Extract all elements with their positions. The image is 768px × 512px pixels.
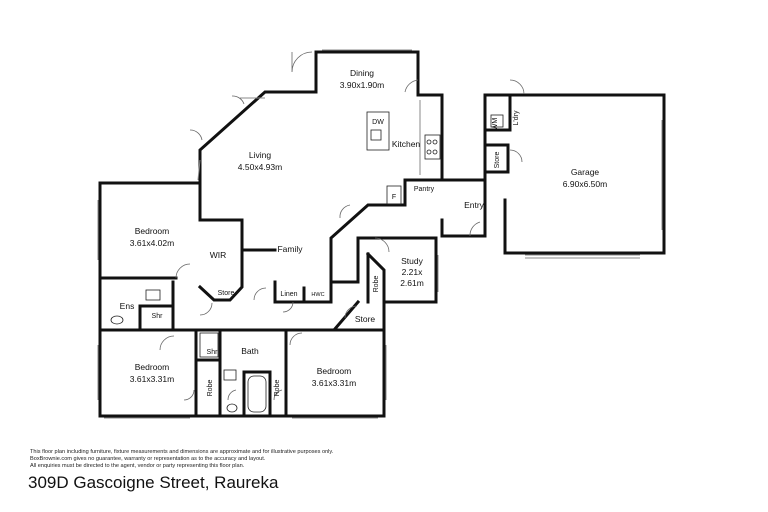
wir-label: WIR <box>210 250 227 260</box>
disclaimer-line: BoxBrownie.com gives no guarantee, warra… <box>30 456 266 462</box>
garage-dims: 6.90x6.50m <box>563 179 607 189</box>
kitchen-island <box>366 111 390 151</box>
pantry-label: Pantry <box>414 186 435 193</box>
bedroom1-dims: 3.61x4.02m <box>130 238 174 248</box>
living-label: Living <box>249 150 271 160</box>
dining-label: Dining <box>350 68 374 78</box>
property-address: 309D Gascoigne Street, Raureka <box>28 473 279 492</box>
kitchen-label: Kitchen <box>392 139 421 149</box>
bedroom2-label: Bedroom <box>135 362 170 372</box>
garage-label: Garage <box>571 167 600 177</box>
robe-right-label: Robe <box>274 380 281 397</box>
bedroom2-dims: 3.61x3.31m <box>130 374 174 384</box>
study-label: Study <box>401 256 423 266</box>
robe-left-label: Robe <box>207 380 214 397</box>
wir-store-label: Store <box>218 290 235 297</box>
living-dims: 4.50x4.93m <box>238 162 282 172</box>
bedroom3-dims: 3.61x3.31m <box>312 378 356 388</box>
hall-store-label: Store <box>355 314 376 324</box>
study-dims-2: 2.61m <box>400 278 424 288</box>
dishwasher-label: DW <box>372 119 384 126</box>
bedroom3-label: Bedroom <box>317 366 352 376</box>
hwc-label: HWC <box>311 292 324 298</box>
laundry-label: L'dry <box>513 110 520 125</box>
cooktop-icon <box>424 134 441 160</box>
disclaimer: This floor plan including furniture, fix… <box>30 449 430 470</box>
fridge-label: F <box>392 194 396 201</box>
walls <box>98 50 666 418</box>
bathtub-icon <box>247 375 267 413</box>
ensuite-shower-label: Shr <box>152 313 164 320</box>
bath-vanity-icon <box>223 369 237 381</box>
study-dims-1: 2.21x <box>402 267 424 277</box>
fridge-icon <box>386 185 402 205</box>
garage-store-label: Store <box>494 152 501 169</box>
wm-label: WM <box>492 118 499 131</box>
sink-icon <box>370 129 382 141</box>
study-robe-label: Robe <box>373 276 380 293</box>
bath-label: Bath <box>241 346 259 356</box>
washing-machine-icon <box>490 114 504 128</box>
windows <box>97 49 663 419</box>
vanity-icon <box>145 289 161 301</box>
bedroom1-label: Bedroom <box>135 226 170 236</box>
shower-icon <box>199 332 219 358</box>
entry-label: Entry <box>464 200 485 210</box>
shower-label: Shr <box>207 349 219 356</box>
ensuite-label: Ens <box>120 301 135 311</box>
bath-toilet-icon <box>226 403 238 413</box>
disclaimer-line: All enquiries must be directed to the ag… <box>30 463 245 469</box>
doors <box>159 51 525 401</box>
family-label: Family <box>277 244 303 254</box>
dining-dims: 3.90x1.90m <box>340 80 384 90</box>
disclaimer-line: This floor plan including furniture, fix… <box>30 449 334 455</box>
toilet-icon <box>110 315 124 325</box>
linen-label: Linen <box>280 291 297 298</box>
fixtures <box>110 111 504 413</box>
room-labels: Dining 3.90x1.90m Living 4.50x4.93m Kitc… <box>120 68 608 396</box>
